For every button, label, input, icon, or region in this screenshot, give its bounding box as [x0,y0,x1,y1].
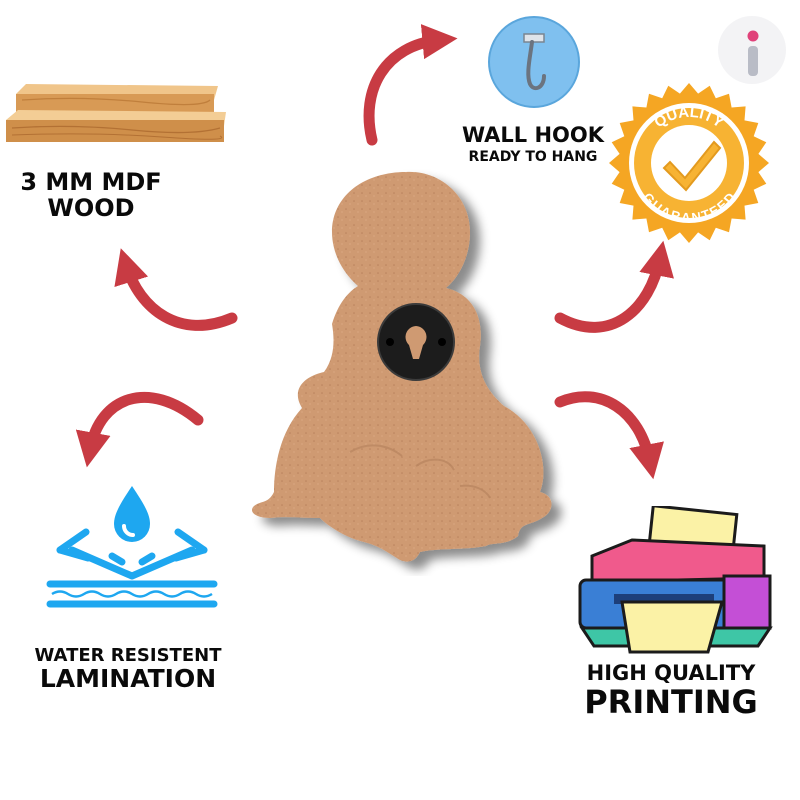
wall-hook-icon [488,16,580,108]
water-resistant-label: WATER RESISTENT LAMINATION [20,645,236,694]
arrow-to-wood [114,248,238,331]
mdf-wood-planks-icon [6,84,226,142]
printing-label-line1: HIGH QUALITY [586,661,756,685]
arrow-to-printer [554,391,664,480]
wall-hook-label: WALL HOOK READY TO HANG [458,124,608,165]
brand-logo-icon [718,16,786,84]
quality-guaranteed-seal-icon: QUALITY GUARANTEED [609,83,769,243]
mdf-wood-label-line2: WOOD [47,193,135,222]
mdf-wood-label-line1: 3 MM MDF [20,168,162,196]
water-resistant-label-line2: LAMINATION [39,664,217,694]
wall-hook-label-line1: WALL HOOK [461,123,605,147]
wall-hook-label-line2: READY TO HANG [468,148,598,165]
mdf-cutout-product [251,171,552,562]
water-resistant-label-line1: WATER RESISTENT [34,645,222,666]
mdf-wood-label: 3 MM MDF WOOD [16,168,166,222]
high-quality-printing-label: HIGH QUALITY PRINTING [566,662,776,719]
arrow-to-seal [554,240,674,333]
printing-label-line2: PRINTING [584,682,758,721]
water-resistant-icon [46,486,218,608]
arrow-to-water [75,392,204,468]
printer-icon [578,506,773,654]
arrow-to-hook [363,24,458,146]
